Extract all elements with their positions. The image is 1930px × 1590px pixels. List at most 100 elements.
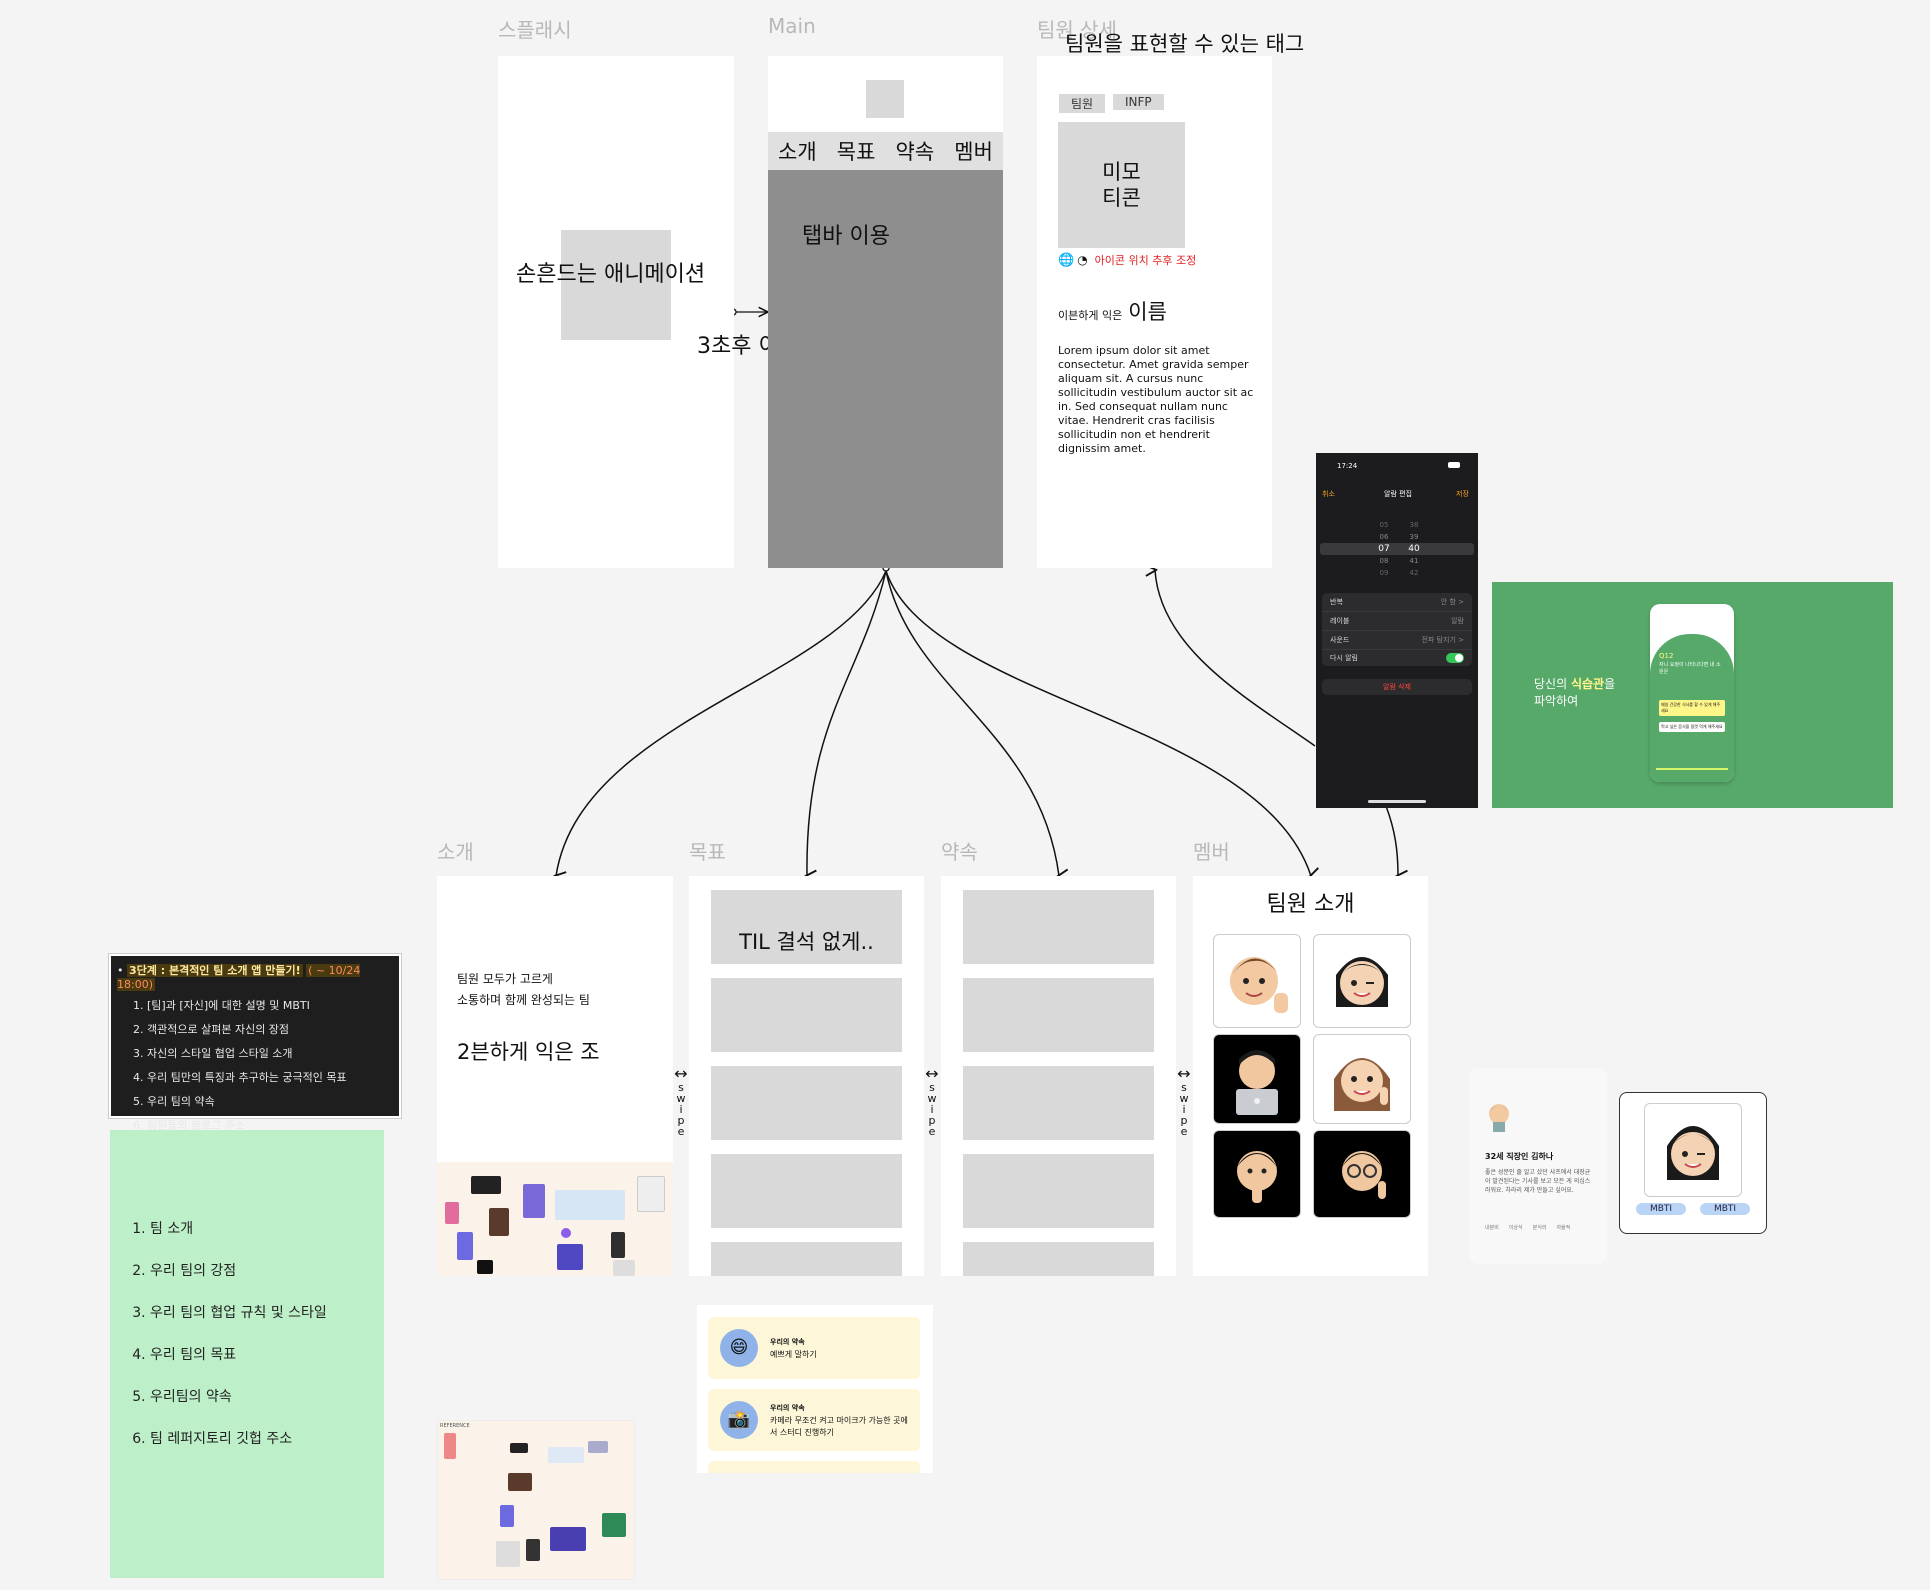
setting-row[interactable]: 반복 안 함 > (1322, 593, 1472, 612)
goal-card[interactable] (711, 1242, 902, 1276)
collage-block (489, 1208, 509, 1236)
collage-block (611, 1232, 625, 1258)
alarm-settings-list: 반복 안 함 > 레이블 알람 사운드 전파 탐지기 > 다시 알림 (1322, 593, 1472, 666)
main-to-member-arrow (886, 571, 1311, 876)
home-indicator (1368, 800, 1426, 803)
splash-animation-note: 손흔드는 애니메이션 (516, 256, 705, 288)
splash-frame (498, 56, 734, 568)
member-avatar-card[interactable] (1313, 1130, 1411, 1218)
collage-block (471, 1176, 501, 1194)
github-icon[interactable]: ◔ (1077, 253, 1087, 267)
persona-chip: 자율적 (1556, 1224, 1570, 1231)
board-block (444, 1433, 456, 1459)
collage-block (637, 1176, 665, 1212)
promise-card[interactable] (963, 978, 1154, 1052)
setting-row-value: 알람 (1451, 616, 1464, 626)
mini-option-1[interactable]: 매일 건강한 식사를 할 수 있게 해주세요 (1659, 700, 1725, 716)
food-survey-reference: 당신의 식습관을 파악하여 Q12 자니 요정이 나타나다면 내 소원은 매일 … (1492, 582, 1893, 808)
snooze-toggle[interactable] (1446, 653, 1464, 663)
bullet-icon: • (117, 964, 124, 977)
picker-highlight (1320, 543, 1474, 555)
sections-list: 팀 소개 우리 팀의 강점 우리 팀의 협업 규칙 및 스타일 우리 팀의 목표… (110, 1218, 384, 1448)
promise-ref-row: 😄 우리의 약속 예쁘게 말하기 (708, 1317, 920, 1379)
swipe-arrow: ↔ (924, 1066, 940, 1082)
persona-description: 좋은 성분인 줄 알고 샀던 샤프에서 대장균이 발견된다는 기사를 보고 모든… (1485, 1168, 1595, 1195)
main-tab-bar[interactable]: 소개 목표 약속 멤버 (768, 132, 1003, 170)
task-header: • 3단계 : 본격적인 팀 소개 앱 만들기! ( ~ 10/24 18:00… (117, 962, 399, 991)
setting-row-label: 반복 (1330, 597, 1343, 607)
board-block (548, 1447, 584, 1463)
persona-chip: 내분비 (1485, 1224, 1499, 1231)
member-avatar-card[interactable] (1313, 1034, 1411, 1124)
setting-row[interactable]: 레이블 알람 (1322, 612, 1472, 631)
member-frame-title: 팀원 소개 (1193, 886, 1428, 918)
delete-alarm-button[interactable]: 알람 삭제 (1322, 679, 1472, 695)
tab-intro[interactable]: 소개 (778, 136, 817, 166)
time-picker[interactable]: 05 06 07 08 09 38 39 40 41 42 (1316, 519, 1478, 585)
member-avatar-card[interactable] (1313, 934, 1411, 1028)
goal-frame: TIL 결석 없게.. (689, 876, 924, 1276)
goal-card[interactable]: TIL 결석 없게.. (711, 890, 902, 964)
mini-option-2[interactable]: 먹고 싶은 음식을 맘껏 먹게 해주세요 (1659, 722, 1725, 732)
board-block (602, 1513, 626, 1537)
phone-cancel[interactable]: 취소 (1322, 489, 1335, 499)
intro-big-text: 2븐하게 익은 조 (457, 1036, 600, 1066)
camera-emoji-icon: 📸 (720, 1401, 758, 1439)
memoji-placeholder: 미모 티콘 (1058, 122, 1185, 248)
main-frame: 소개 목표 약속 멤버 (768, 56, 1003, 568)
caption-suffix: 을 (1604, 677, 1615, 691)
memoji-label: 미모 티콘 (1102, 159, 1141, 211)
promise-ref-row: 📸 우리의 약속 카메라 무조건 켜고 마이크가 가능한 곳에서 스터디 진행하… (708, 1389, 920, 1451)
battery-icon (1448, 462, 1460, 468)
collage-block (445, 1202, 459, 1224)
memoji-avatar-icon (1214, 1035, 1300, 1123)
minute-3: 41 (1404, 555, 1424, 567)
goal-card[interactable] (711, 978, 902, 1052)
setting-row[interactable]: 다시 알림 (1322, 650, 1472, 666)
reference-label: REFERENCE (440, 1423, 470, 1429)
goal-frame-label: 목표 (689, 836, 726, 865)
collage-block (557, 1244, 583, 1270)
tab-goal[interactable]: 목표 (837, 136, 876, 166)
promise-ref-title: 우리의 약속 (770, 1403, 805, 1413)
member-avatar-card[interactable] (1213, 934, 1301, 1028)
promise-card[interactable] (963, 890, 1154, 964)
globe-icon[interactable]: 🌐 (1058, 253, 1074, 268)
promise-card[interactable] (963, 1242, 1154, 1276)
splash-frame-label: 스플래시 (498, 14, 572, 43)
memoji-avatar-icon (1314, 1035, 1410, 1123)
promise-frame (941, 876, 1176, 1276)
goal-card[interactable] (711, 1154, 902, 1228)
section-item: 우리 팀의 강점 (150, 1260, 384, 1280)
task-item: 우리 팀만의 특징과 추구하는 궁극적인 목표 (147, 1069, 399, 1085)
mini-progress-bar (1656, 768, 1728, 770)
setting-row[interactable]: 사운드 전파 탐지기 > (1322, 631, 1472, 650)
task-item: 자신의 스타일 협업 스타일 소개 (147, 1045, 399, 1061)
memoji-avatar-icon (1214, 1131, 1300, 1217)
tab-member[interactable]: 멤버 (954, 136, 993, 166)
tab-promise[interactable]: 약속 (896, 136, 935, 166)
collage-block (477, 1260, 493, 1274)
survey-mini-phone: Q12 자니 요정이 나타나다면 내 소원은 매일 건강한 식사를 할 수 있게… (1650, 604, 1734, 782)
collage-block (457, 1232, 473, 1260)
hour-column: 05 06 07 08 09 (1374, 519, 1394, 579)
promise-card[interactable] (963, 1154, 1154, 1228)
member-to-detail-arrow (1155, 570, 1315, 746)
memoji-avatar-icon (1214, 935, 1300, 1027)
section-item: 우리 팀의 목표 (150, 1344, 384, 1364)
intro-frame-label: 소개 (437, 836, 474, 865)
splash-to-main-arrow (730, 309, 768, 315)
goal-card[interactable] (711, 1066, 902, 1140)
member-avatar-card[interactable] (1213, 1130, 1301, 1218)
swipe-indicator: ↔ swipe (673, 1066, 689, 1137)
swipe-arrow: ↔ (1176, 1066, 1192, 1082)
phone-save[interactable]: 저장 (1456, 489, 1469, 499)
setting-row-value: 전파 탐지기 > (1421, 635, 1464, 645)
swipe-indicator: ↔ swipe (1176, 1066, 1192, 1137)
promise-card[interactable] (963, 1066, 1154, 1140)
memoji-avatar-icon (1314, 1131, 1410, 1217)
member-avatar-card[interactable] (1213, 1034, 1301, 1124)
task-item: 객관적으로 살펴본 자신의 장점 (147, 1021, 399, 1037)
promise-frame-label: 약속 (941, 836, 978, 865)
